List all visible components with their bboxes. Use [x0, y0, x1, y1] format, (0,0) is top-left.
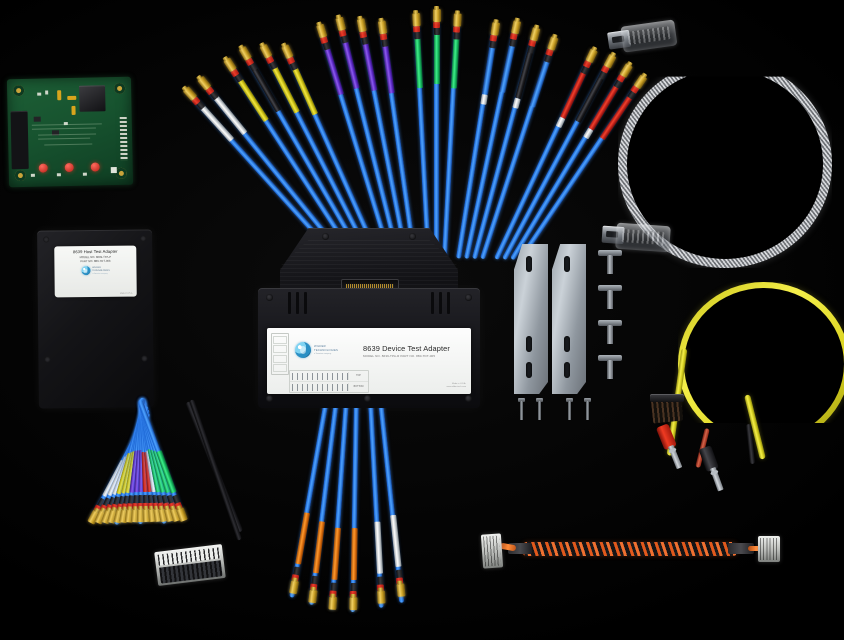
twisted-cable-lead-right	[748, 546, 764, 551]
pcb-led-1	[38, 163, 48, 173]
switch-label-bottom: BOTTOM	[348, 383, 368, 391]
twisted-cable-sleeve-right	[728, 543, 754, 554]
interposer-pcb	[6, 76, 134, 188]
usb-connector-b	[607, 19, 678, 54]
power-cable-jacket	[678, 282, 844, 424]
pcb-led-3	[90, 162, 100, 172]
upper-cable-fan	[150, 6, 647, 261]
device-label-title: 8639 Device Test Adapter	[363, 344, 450, 353]
label-switch-table: TOP BOTTOM	[289, 370, 369, 393]
host-label-part: PART NO. 880-TDT-003	[80, 259, 111, 264]
pcb-connector-left	[10, 110, 29, 170]
switch-pins-bottom	[292, 383, 348, 391]
device-brand-line1: WILDER	[314, 343, 326, 348]
host-brand-tagline: a Sanmina company	[92, 272, 108, 275]
usb-cable	[596, 18, 836, 268]
power-connector-shroud	[650, 394, 684, 402]
device-brand-line2: TECHNOLOGIES	[314, 347, 339, 352]
machine-screw-3	[566, 398, 573, 420]
thumbscrew-2	[598, 285, 622, 311]
twisted-cable	[480, 518, 782, 588]
label-switch-row-top: TOP	[290, 371, 368, 382]
banana-plug-red	[655, 423, 685, 471]
lower-cable-fan	[288, 399, 440, 630]
device-label-brand: WILDER TECHNOLOGIES a Sanmina company	[295, 342, 338, 358]
twisted-cable-connector-right	[758, 536, 780, 562]
host-label-footer: Made in U.S.A.	[120, 292, 133, 295]
thumbscrew-1	[598, 250, 622, 276]
twisted-pair-jacket	[522, 542, 738, 556]
device-adapter-label: WILDER TECHNOLOGIES a Sanmina company 86…	[267, 328, 471, 394]
wilder-logo-icon	[295, 342, 311, 358]
mounting-bracket-left	[514, 244, 548, 394]
pcb-shield-can	[79, 85, 106, 112]
device-footer-line2: www.wilder-tech.com	[446, 385, 466, 388]
mounting-bracket-right	[552, 244, 586, 394]
host-adapter-label: 8639 Host Test Adapter MODEL NO. 8639-TP…	[54, 245, 137, 298]
device-brand-tagline: a Sanmina company	[314, 352, 332, 355]
machine-screw-1	[518, 398, 525, 420]
switch-pins-top	[292, 372, 348, 380]
host-label-brand: WILDER TECHNOLOGIES a Sanmina company	[56, 266, 134, 276]
banana-plug-black	[698, 445, 727, 493]
machine-screw-4	[584, 398, 591, 420]
twisted-cable-sleeve-left	[508, 543, 532, 554]
thumbscrew-3	[598, 320, 622, 346]
device-test-adapter: WILDER TECHNOLOGIES a Sanmina company 86…	[258, 228, 480, 408]
machine-screw-2	[536, 398, 543, 420]
wilder-logo-icon	[81, 266, 91, 276]
device-footer-line1: Made in U.S.A.	[452, 382, 466, 385]
twisted-cable-connector-left	[480, 533, 504, 569]
device-label-subtitle: MODEL NO. 8639-TPA-R PART NO. 880-TDT-00…	[363, 354, 436, 358]
usb-connector-a	[601, 222, 671, 253]
label-port-diagram	[271, 333, 289, 375]
host-test-adapter: 8639 Host Test Adapter MODEL NO. 8639-TP…	[37, 229, 154, 409]
pcb-pin-header	[119, 116, 128, 161]
label-switch-row-bottom: BOTTOM	[290, 382, 368, 392]
thumbscrew-4	[598, 355, 622, 381]
power-cable	[648, 278, 844, 492]
switch-label-top: TOP	[348, 372, 368, 380]
pcb-led-2	[64, 162, 74, 173]
device-label-footer: Made in U.S.A. www.wilder-tech.com	[446, 383, 466, 389]
